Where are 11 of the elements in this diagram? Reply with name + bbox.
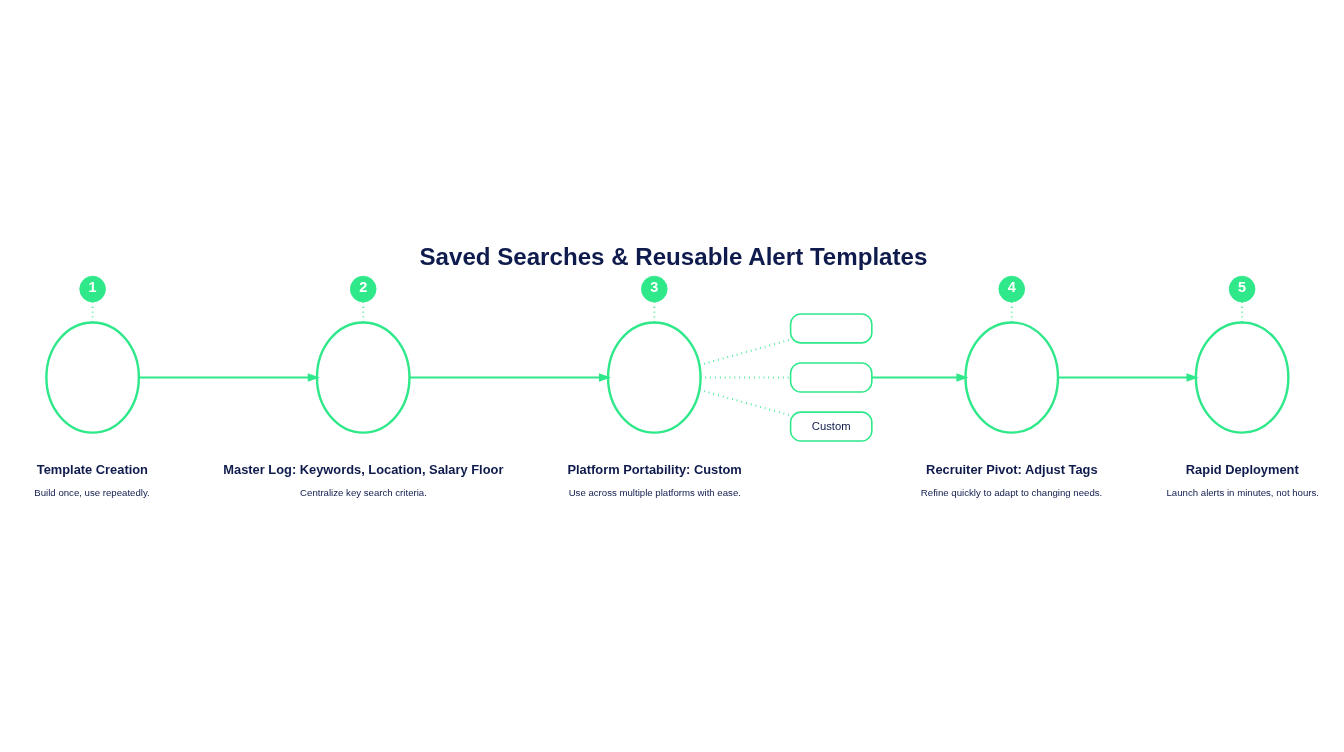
node-label: Use across multiple platforms with ease.	[568, 486, 741, 498]
node-label: Centralize key search criteria.	[300, 486, 427, 498]
node-label: Launch alerts in minutes, not hours.	[1166, 486, 1320, 498]
node-label: Recruiter Pivot: Adjust Tags	[926, 461, 1098, 477]
diagram-title: Saved Searches & Reusable Alert Templates	[419, 242, 928, 270]
node-label: Template Creation	[36, 461, 148, 477]
node-label: Rapid Deployment	[1185, 461, 1299, 477]
node-label: Build once, use repeatedly.	[34, 486, 150, 498]
node-label: Master Log: Keywords, Location, Salary Floor	[223, 461, 504, 477]
node-label: Refine quickly to adapt to changing needs.	[920, 486, 1103, 498]
node-label: Platform Portability: Custom	[567, 461, 742, 477]
